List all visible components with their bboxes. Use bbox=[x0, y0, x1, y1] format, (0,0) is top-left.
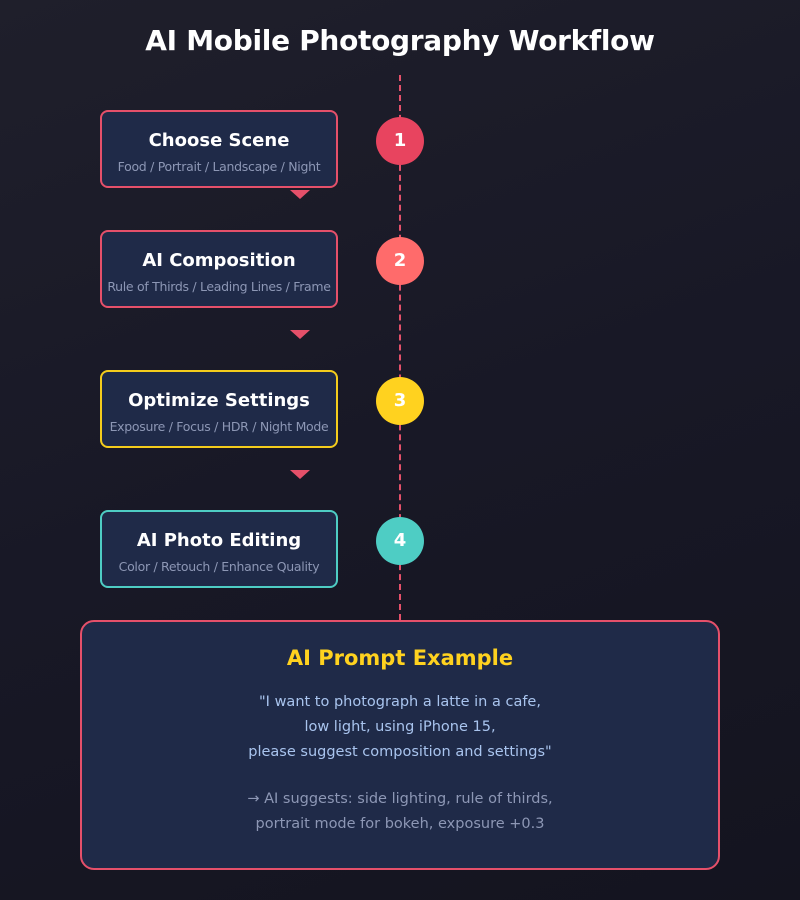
prompt-answer-line: portrait mode for bokeh, exposure +0.3 bbox=[255, 816, 545, 832]
prompt-answer-line: → AI suggests: side lighting, rule of th… bbox=[247, 791, 553, 807]
timeline-dashed-line bbox=[399, 75, 401, 620]
step-subtitle: Rule of Thirds / Leading Lines / Frame bbox=[107, 279, 331, 294]
step-title: AI Photo Editing bbox=[136, 530, 302, 551]
step-number-badge: 2 bbox=[376, 237, 424, 285]
step-card-ai-composition: AI Composition Rule of Thirds / Leading … bbox=[100, 230, 338, 308]
step-number-badge: 3 bbox=[376, 377, 424, 425]
prompt-ai-answer: → AI suggests: side lighting, rule of th… bbox=[82, 787, 718, 837]
arrow-down-icon bbox=[290, 470, 310, 479]
step-subtitle: Food / Portrait / Landscape / Night bbox=[117, 159, 321, 174]
step-title: Optimize Settings bbox=[128, 390, 310, 411]
step-card-ai-photo-editing: AI Photo Editing Color / Retouch / Enhan… bbox=[100, 510, 338, 588]
step-card-optimize-settings: Optimize Settings Exposure / Focus / HDR… bbox=[100, 370, 338, 448]
arrow-down-icon bbox=[290, 330, 310, 339]
ai-prompt-example-box: AI Prompt Example "I want to photograph … bbox=[80, 620, 720, 870]
prompt-quote-line: "I want to photograph a latte in a cafe, bbox=[259, 694, 541, 710]
prompt-quote: "I want to photograph a latte in a cafe,… bbox=[82, 690, 718, 765]
step-title: Choose Scene bbox=[148, 130, 290, 151]
step-subtitle: Exposure / Focus / HDR / Night Mode bbox=[109, 419, 329, 434]
step-number-badge: 1 bbox=[376, 117, 424, 165]
step-card-choose-scene: Choose Scene Food / Portrait / Landscape… bbox=[100, 110, 338, 188]
prompt-quote-line: please suggest composition and settings" bbox=[248, 744, 552, 760]
prompt-quote-line: low light, using iPhone 15, bbox=[304, 719, 496, 735]
prompt-title: AI Prompt Example bbox=[286, 646, 514, 670]
arrow-down-icon bbox=[290, 190, 310, 199]
step-number-badge: 4 bbox=[376, 517, 424, 565]
step-subtitle: Color / Retouch / Enhance Quality bbox=[118, 559, 320, 574]
step-title: AI Composition bbox=[142, 250, 296, 271]
diagram-title: AI Mobile Photography Workflow bbox=[145, 24, 655, 57]
